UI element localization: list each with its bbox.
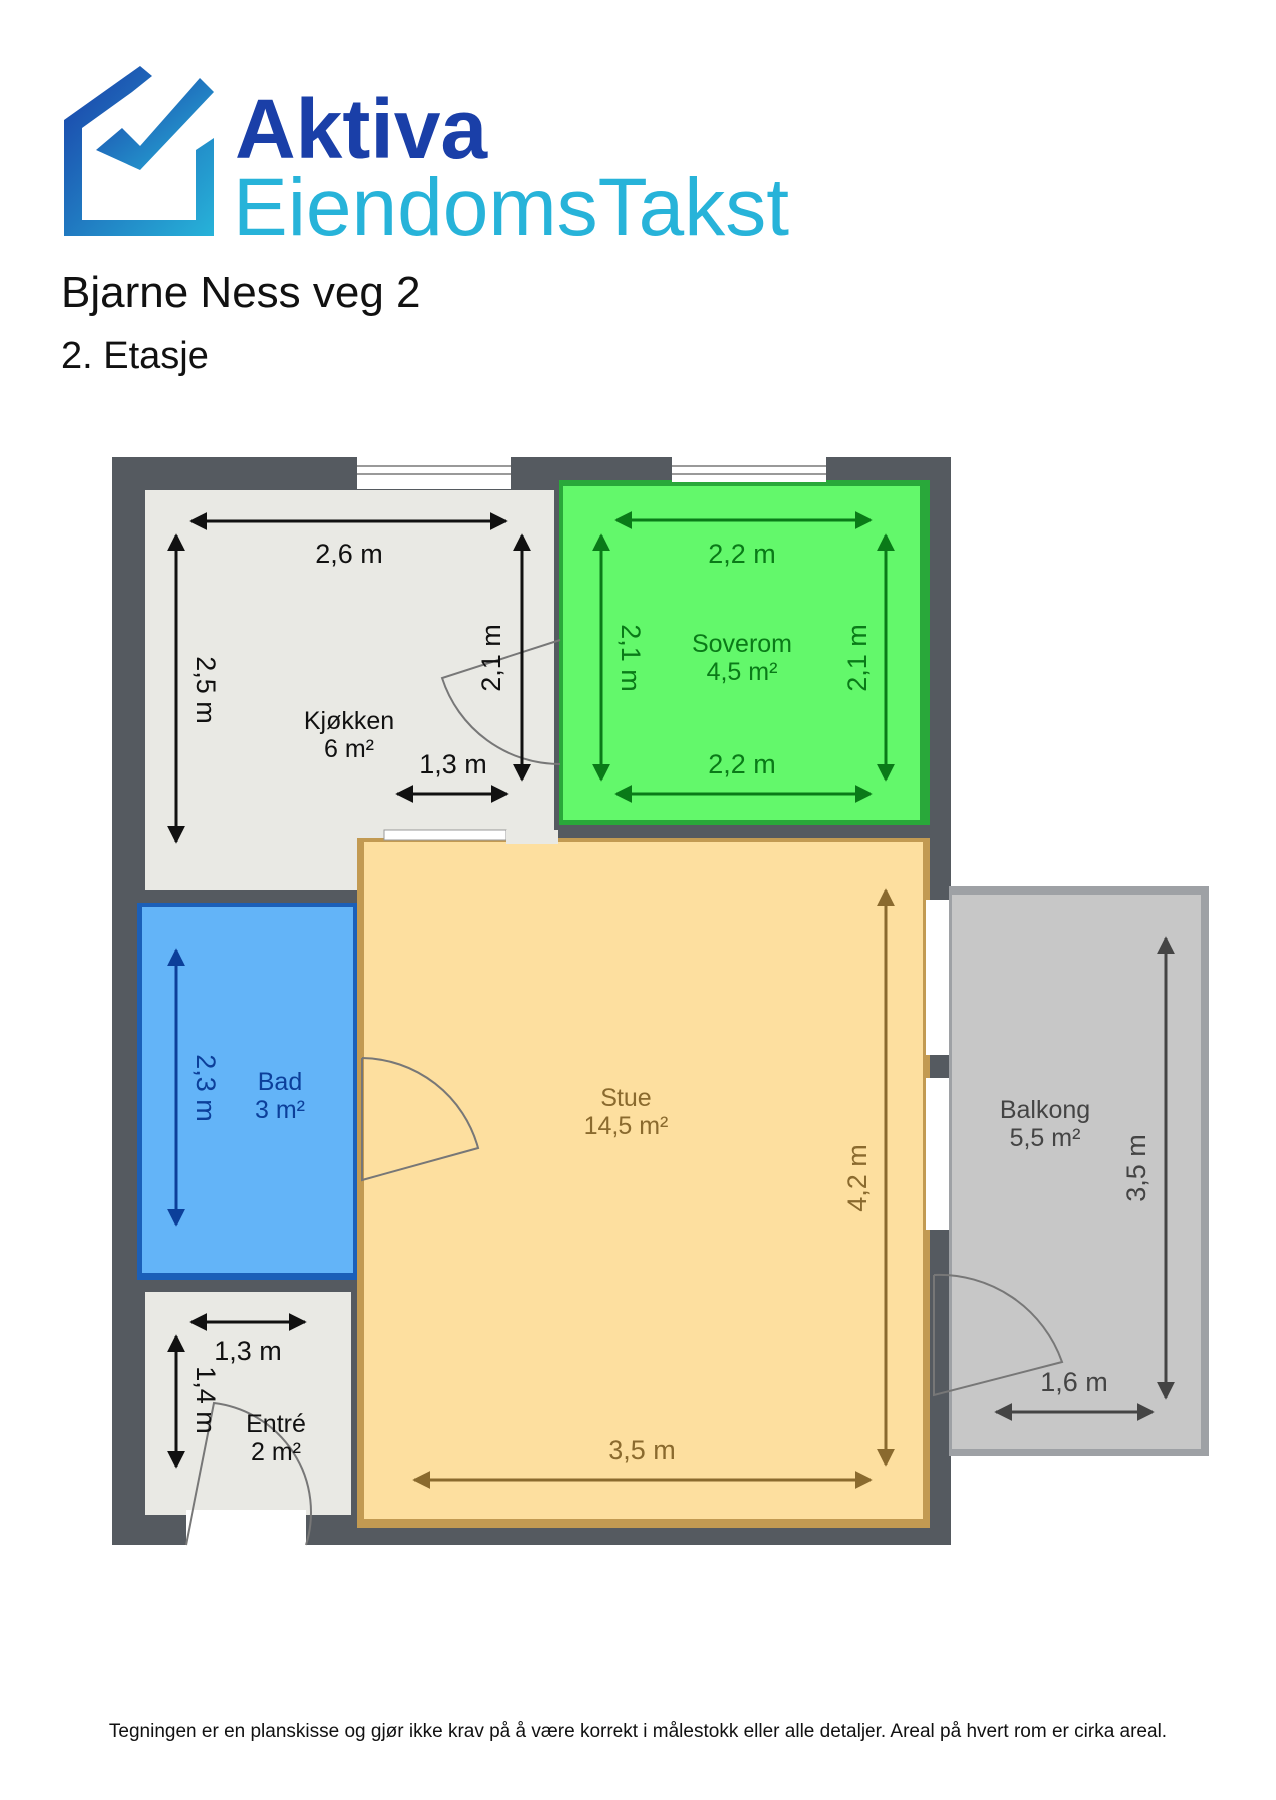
dim-kjokken-width: 2,6 m [315,539,383,569]
room-area-entre: 2 m² [251,1438,301,1466]
floor-plan: Kjøkken 6 m² Soverom 4,5 m² Bad 3 m² Stu… [112,457,1209,1548]
dim-soverom-bottom: 2,2 m [708,749,776,779]
room-name-stue: Stue [600,1084,651,1112]
dim-kjokken-bottom: 1,3 m [419,749,487,779]
floor-label: 2. Etasje [61,335,209,377]
soverom-dimensions [592,511,895,803]
window-kjokken [357,457,511,489]
dim-entre-height: 1,4 m [191,1366,221,1434]
window-soverom [672,457,826,482]
brand-name-line1: Aktiva [235,82,488,176]
disclaimer-footer: Tegningen er en planskisse og gjør ikke … [108,1721,1168,1742]
dim-kjokken-height-2: 2,1 m [476,624,506,692]
room-name-balkong: Balkong [1000,1096,1090,1124]
brand-name-line2: EiendomsTakst [233,162,789,250]
room-name-bad: Bad [258,1068,302,1096]
window-stue-1 [926,900,949,1055]
entrance-gap [186,1510,306,1548]
dim-balkong-height: 3,5 m [1121,1134,1151,1202]
stue-dimensions [412,888,895,1489]
property-address: Bjarne Ness veg 2 [61,268,421,317]
dim-soverom-top: 2,2 m [708,539,776,569]
room-area-kjokken: 6 m² [324,735,374,763]
room-area-bad: 3 m² [255,1096,305,1124]
dim-entre-width: 1,3 m [214,1336,282,1366]
dim-soverom-right: 2,1 m [842,624,872,692]
room-name-entre: Entré [246,1410,306,1438]
house-check-icon [64,66,214,236]
kitchen-stue-opening [506,830,558,844]
kjokken-dimensions [167,512,531,844]
room-bad [142,907,353,1273]
dim-balkong-width: 1,6 m [1040,1367,1108,1397]
aktiva-logo: Aktiva EiendomsTakst [64,66,789,250]
room-stue [364,842,923,1519]
dim-kjokken-height: 2,5 m [191,656,221,724]
room-kjokken [145,490,554,890]
window-stue-2 [926,1078,949,1230]
dim-stue-width: 3,5 m [608,1435,676,1465]
dim-stue-height: 4,2 m [842,1144,872,1212]
room-area-balkong: 5,5 m² [1010,1124,1081,1152]
door-swings [185,639,1064,1546]
room-name-kjokken: Kjøkken [304,707,394,735]
room-soverom [563,486,920,820]
dim-bad-height: 2,3 m [191,1054,221,1122]
sliding-door-kitchen [383,829,507,841]
room-area-soverom: 4,5 m² [707,658,778,686]
dim-soverom-left: 2,1 m [616,624,646,692]
balkong-dimensions [994,936,1175,1421]
room-name-soverom: Soverom [692,630,792,658]
entre-dimensions [167,1313,307,1469]
room-area-stue: 14,5 m² [584,1112,669,1140]
